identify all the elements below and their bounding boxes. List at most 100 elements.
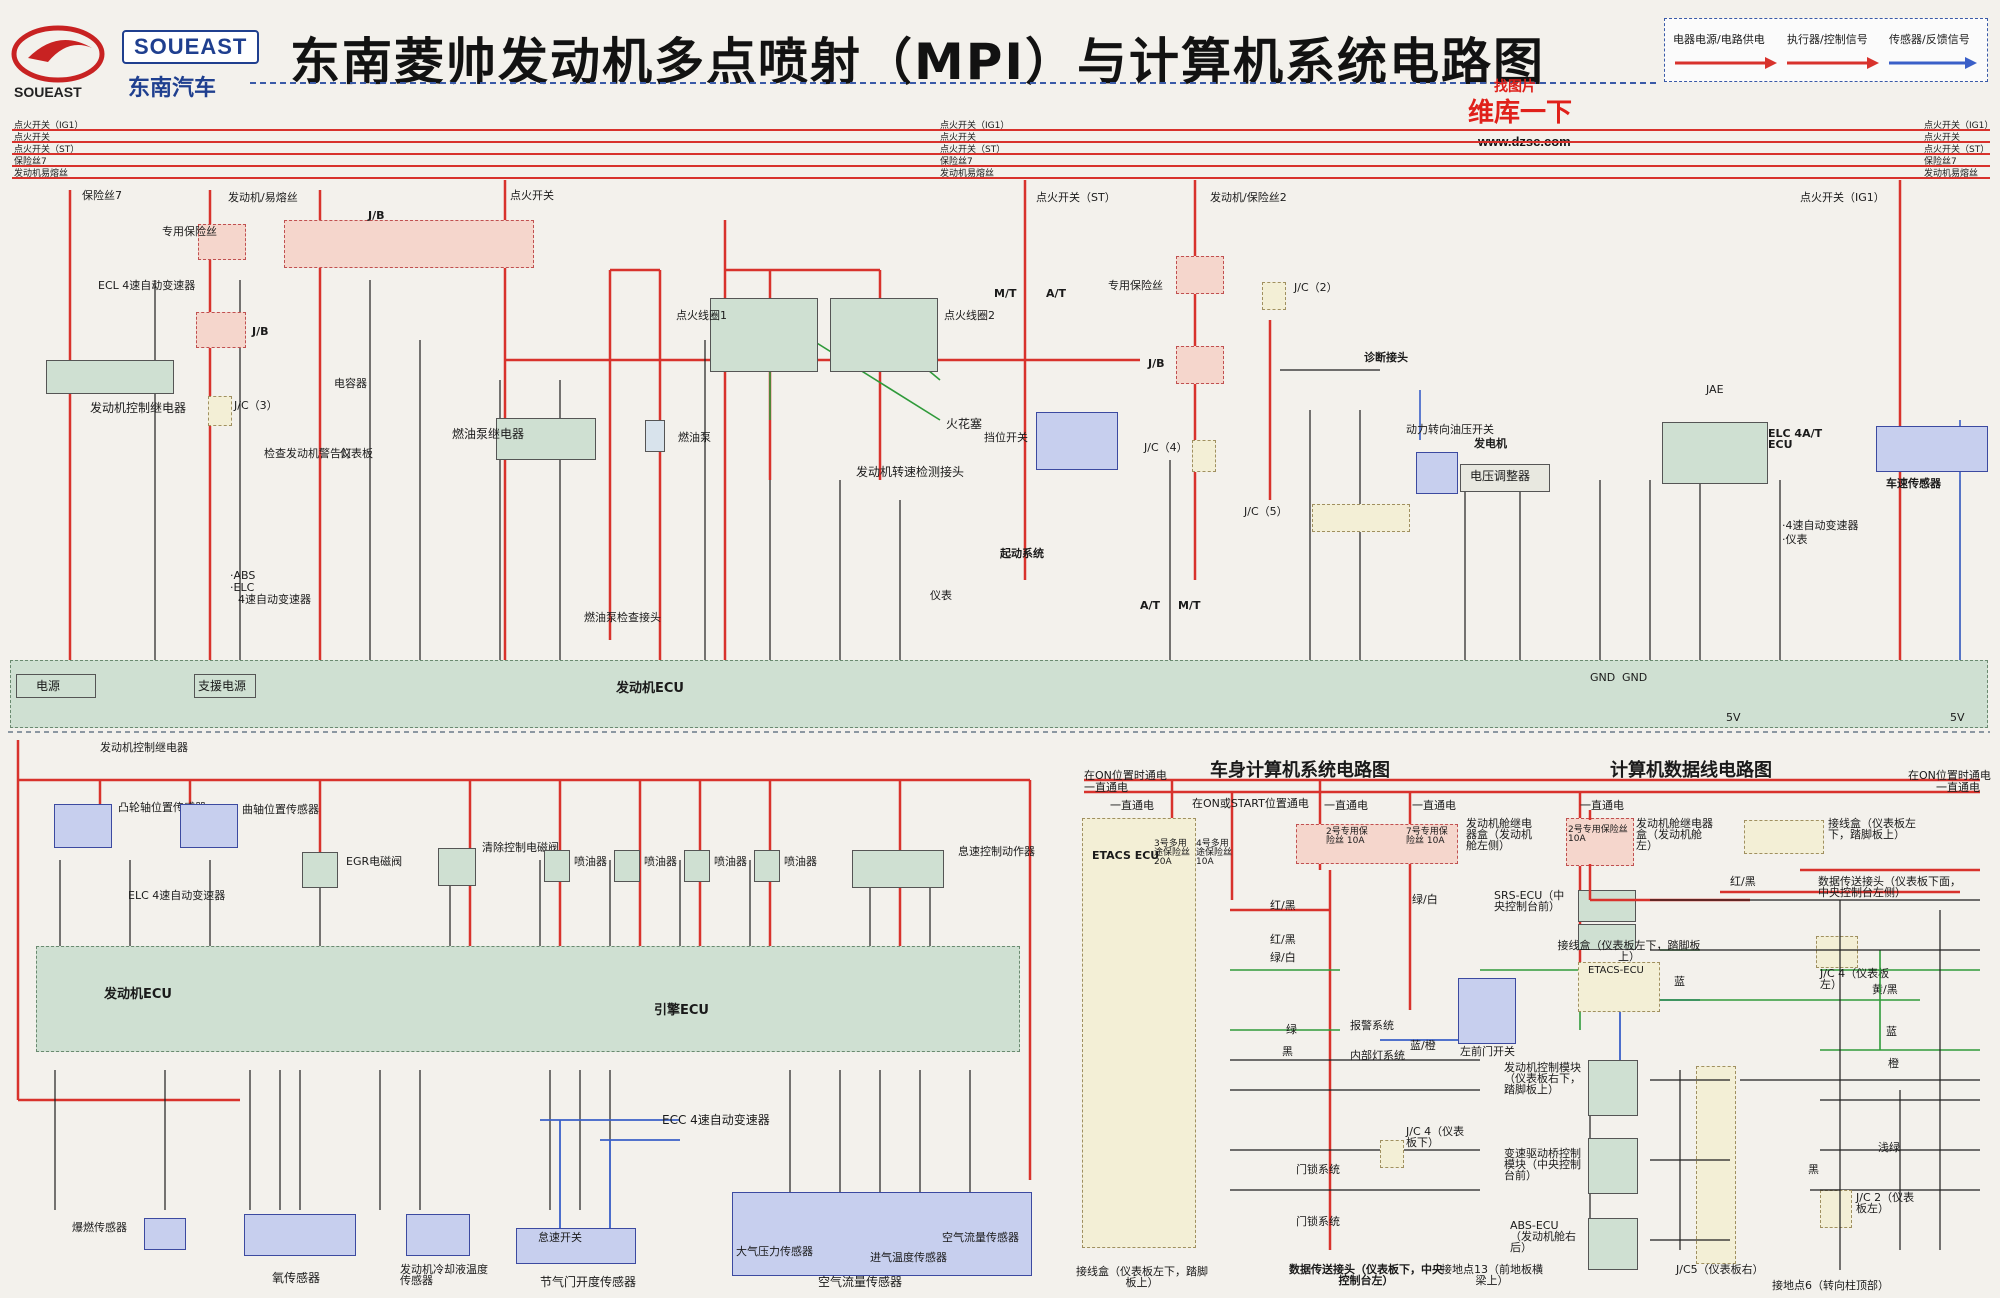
mt-label-bottom: M/T (1178, 599, 1201, 612)
purge-label: 清除控制电磁阀 (482, 841, 559, 854)
ecl4-label: ECL 4速自动变速器 (98, 279, 196, 292)
body-fuse7-label: 7号专用保险丝 10A (1406, 827, 1448, 846)
door-lock-label: 门锁系统 (1296, 1163, 1340, 1176)
etacs-ecu-box (1082, 818, 1196, 1248)
data-junction-label: 接线盒（仪表板左下，踏脚板上） (1828, 817, 1916, 841)
legend-actuator: 执行器/控制信号 (1787, 33, 1868, 46)
body-blue-orange: 蓝/橙 (1410, 1039, 1436, 1052)
bus-right-fusible: 发动机易熔丝 (1924, 169, 1979, 179)
airflow-label: 空气流量传感器 (818, 1275, 903, 1289)
at-note: ·4速自动变速器 (1782, 519, 1859, 532)
engine-ecu-bottom-label: 发动机ECU (104, 987, 172, 1002)
cam-sensor-label: 凸轮轴位置传感器 (118, 801, 206, 814)
legend-power: 电器电源/电路供电 (1673, 33, 1765, 46)
srs-ecu (1578, 890, 1636, 922)
jc5-connector (1312, 504, 1410, 532)
abs-label: ABS-ECU（发动机舱右后） (1510, 1219, 1576, 1254)
legend-sensor: 传感器/反馈信号 (1889, 33, 1970, 46)
intake-temp-label: 进气温度传感器 (870, 1251, 947, 1264)
jc2-bus (1820, 1190, 1852, 1228)
bus-left-st: 点火开关（ST） (14, 145, 80, 155)
vss-label: 车速传感器 (1886, 477, 1941, 490)
jc2-label: J/C（2） (1294, 281, 1338, 294)
diag-conn-label: 诊断接头 (1364, 351, 1408, 364)
cam-sensor (54, 804, 112, 848)
bottom-left-wiring (16, 740, 1032, 1240)
body-data-conn-label: 数据传送接头（仪表板下，中央控制台左） (1289, 1263, 1443, 1287)
ign-ig1-label: 点火开关（IG1） (1800, 191, 1885, 204)
bus-center-st: 点火开关（ST） (940, 145, 1006, 155)
injector-4 (754, 850, 780, 882)
data-blue: 蓝 (1674, 975, 1685, 988)
start-system-label: 起动系统 (1000, 547, 1044, 560)
fuel-pump-label: 燃油泵 (678, 431, 711, 444)
fuel-pump-icon (645, 420, 665, 452)
data-black: 黑 (1808, 1163, 1819, 1176)
inst-note: ·仪表 (1782, 533, 1808, 546)
injector-label-2: 喷油器 (644, 855, 677, 868)
jc2-bus-label: J/C 2（仪表板左） (1856, 1191, 1915, 1215)
elc-at-label: ELC 4速自动变速器 (128, 889, 226, 902)
etacs-label: ETACS ECU (1092, 849, 1160, 862)
bus-right-fuse7: 保险丝7 (1924, 157, 1957, 167)
idle-actuator (852, 850, 944, 888)
bus-left-ign: 点火开关 (14, 133, 51, 143)
bus-left-ig1: 点火开关（IG1） (14, 121, 84, 131)
engine-ecu2-label: 引擎ECU (654, 1003, 709, 1018)
body-green-white: 绿/白 (1270, 951, 1296, 964)
data-bus-title: 计算机数据线电路图 (1610, 760, 1772, 781)
elc-ecu (1662, 422, 1768, 484)
egr-valve (302, 852, 338, 888)
fuse4-label: 4号多用途保险丝 10A (1196, 839, 1233, 867)
engine-module (1588, 1060, 1638, 1116)
body-on-power: 在ON位置时通电 (1084, 769, 1167, 782)
body-black: 黑 (1282, 1045, 1293, 1058)
jc5-bus (1696, 1066, 1736, 1264)
ign-st-label: 点火开关（ST） (1036, 191, 1116, 204)
door-lock-label-2: 门锁系统 (1296, 1215, 1340, 1228)
ground6-label: 接地点6（转向柱顶部） (1772, 1279, 1889, 1292)
jc2-connector (1262, 282, 1286, 310)
v5-label-2: 5V (1950, 711, 1965, 724)
injector-label-4: 喷油器 (784, 855, 817, 868)
instrument-label: 仪表板 (340, 447, 373, 460)
power-bus-rails (12, 129, 1990, 179)
door-switch-label: 左前门开关 (1460, 1045, 1515, 1058)
jb-fuse-right (1176, 346, 1224, 384)
ecu-power-block (16, 674, 96, 698)
at-label-bottom: A/T (1140, 599, 1161, 612)
data-etacs-box (1578, 962, 1660, 1012)
purge-valve (438, 848, 476, 886)
elc-note: ·ELC (230, 581, 255, 594)
data-on-power: 在ON位置时通电 (1908, 769, 1991, 782)
engine-ecu-bottom (36, 946, 1020, 1052)
data-relay-box-label: 发动机舱继电器盒（发动机舱左） (1636, 817, 1713, 852)
body-relay-box-label: 发动机舱继电器盒（发动机舱左侧） (1466, 817, 1532, 852)
jc5-label: J/C（5） (1244, 505, 1288, 518)
ign-switch-label: 点火开关 (510, 189, 554, 202)
at-label-top: A/T (1046, 287, 1067, 300)
special-fuse-label: 专用保险丝 (162, 225, 217, 238)
ecu-power-label: 电源 (36, 679, 61, 693)
body-always-4: 一直通电 (1412, 799, 1456, 812)
legend-arrows (1675, 57, 1977, 69)
alarm-label: 报警系统 (1350, 1019, 1394, 1032)
jc4-label: J/C（4） (1144, 441, 1188, 454)
brand-badge-cn: 东南汽车 (128, 76, 217, 101)
throttle-label: 节气门开度传感器 (540, 1275, 637, 1289)
spark-plug-label: 火花塞 (946, 417, 983, 431)
idle-actuator-label: 息速控制动作器 (958, 845, 1035, 858)
gnd-label-2: GND (1622, 671, 1648, 684)
vehicle-speed-sensor (1876, 426, 1988, 472)
data-yellow-black: 黄/黑 (1872, 983, 1898, 996)
data-always: 一直通电 (1936, 781, 1980, 794)
body-fuse2-label: 2号专用保险丝 10A (1326, 827, 1368, 846)
data-junction-box (1744, 820, 1824, 854)
body-junction-label: 接线盒（仪表板左下，踏脚板上） (1076, 1265, 1208, 1289)
body-red-black: 红/黑 (1270, 899, 1296, 912)
alternator-label: 发电机 (1474, 437, 1507, 450)
interior-light-label: 内部灯系统 (1350, 1049, 1405, 1062)
instrument2-label: 仪表 (930, 589, 952, 602)
data-blue-2: 蓝 (1886, 1025, 1897, 1038)
bus-center-ign: 点火开关 (940, 133, 977, 143)
